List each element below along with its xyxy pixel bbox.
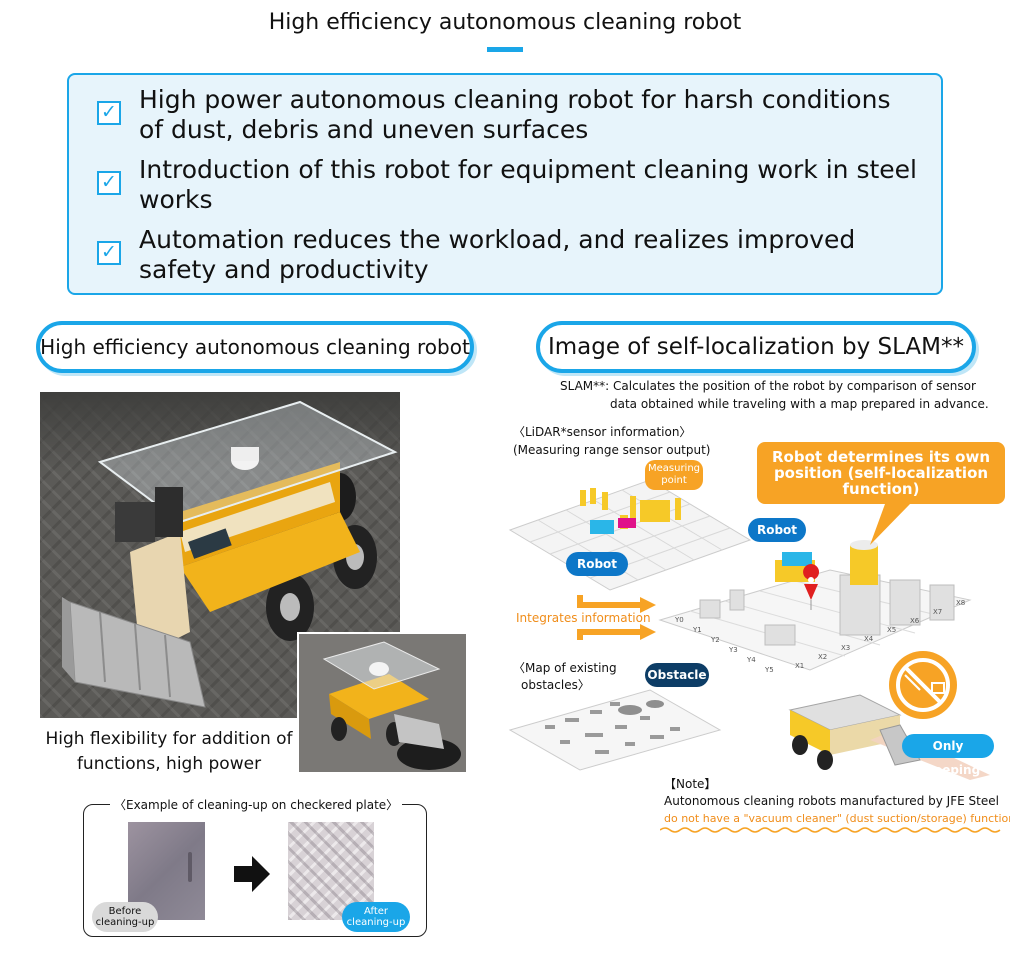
map-axis-x-label: X2 xyxy=(818,653,827,661)
map-axis-y-label: Y0 xyxy=(674,616,684,624)
checkbox-icon: ✓ xyxy=(97,241,121,265)
checkbox-icon: ✓ xyxy=(97,101,121,125)
map-axis-x-label: X6 xyxy=(910,617,920,625)
note-heading: 【Note】 xyxy=(664,777,717,791)
note-warning-line: do not have a "vacuum cleaner" (dust suc… xyxy=(664,812,1010,825)
obstacle-tag: Obstacle xyxy=(645,663,709,687)
existing-map-label: 〈Map of existing xyxy=(513,661,617,675)
integrate-arrow xyxy=(577,629,640,640)
existing-map-sublabel: obstacles〉 xyxy=(521,678,590,692)
left-section-heading: High efficiency autonomous cleaning robo… xyxy=(36,321,474,373)
integrate-arrow xyxy=(577,595,640,608)
location-pin-icon xyxy=(803,564,820,580)
right-section-heading: Image of self-localization by SLAM** xyxy=(536,321,976,373)
map-axis-y-label: Y3 xyxy=(728,646,738,654)
lidar-label: 〈LiDAR*sensor information〉 xyxy=(513,425,692,439)
robot-marker xyxy=(590,520,614,534)
key-points-box: ✓ High power autonomous cleaning robot f… xyxy=(67,73,943,295)
map-axis-x-label: X3 xyxy=(841,644,850,652)
cleaning-example-title: 〈Example of cleaning-up on checkered pla… xyxy=(110,796,403,813)
map-axis-y-label: Y1 xyxy=(692,626,702,634)
lidar-sublabel: (Measuring range sensor output) xyxy=(513,443,711,457)
measuring-point-tag: Measuring point xyxy=(645,460,703,490)
before-label: Before cleaning-up xyxy=(92,902,158,932)
robot-marker-map xyxy=(782,552,812,566)
callout-pointer xyxy=(870,504,910,545)
map-axis-y-label: Y2 xyxy=(710,636,720,644)
key-point-text: High power autonomous cleaning robot for… xyxy=(139,85,891,144)
note-line: Autonomous cleaning robots manufactured … xyxy=(664,794,999,808)
no-vacuum-icon xyxy=(889,651,957,719)
map-axis-x-label: X8 xyxy=(956,599,965,607)
photo-caption: High flexibility for addition of functio… xyxy=(45,729,293,774)
key-point-text: Automation reduces the workload, and rea… xyxy=(139,225,856,284)
after-label: After cleaning-up xyxy=(342,902,410,932)
wavy-underline xyxy=(660,827,1001,833)
map-axis-x-label: X1 xyxy=(795,662,804,670)
detected-obstacle xyxy=(618,518,636,528)
key-point: ✓ High power autonomous cleaning robot f… xyxy=(97,85,917,145)
key-point-text: Introduction of this robot for equipment… xyxy=(139,155,918,214)
page-title: High efficiency autonomous cleaning robo… xyxy=(268,10,742,35)
robot-photo xyxy=(40,392,400,718)
key-point: ✓ Automation reduces the workload, and r… xyxy=(97,225,917,285)
slam-definition-line: data obtained while traveling with a map… xyxy=(610,397,989,411)
small-robot-illustration xyxy=(299,634,466,772)
only-sweeping-tag: Only sweeping xyxy=(902,734,994,777)
after-cleaning-photo xyxy=(288,822,374,920)
map-axis-y-label: Y4 xyxy=(746,656,756,664)
title-underline xyxy=(487,47,523,52)
obstacle-map-blocks xyxy=(545,702,680,754)
integrates-information-label: Integrates information xyxy=(516,611,651,625)
map-axis-x-label: X7 xyxy=(933,608,942,616)
obstacle-map-plane xyxy=(508,689,722,771)
map-axis-x-label: X4 xyxy=(864,635,874,643)
checkbox-icon: ✓ xyxy=(97,171,121,195)
right-arrow-icon xyxy=(234,856,270,892)
map-axis-y-label: Y5 xyxy=(764,666,774,674)
robot-with-debris-photo xyxy=(297,632,468,774)
self-localization-callout: Robot determines its own position (self-… xyxy=(757,442,1005,504)
slam-definition-line: SLAM**: Calculates the position of the r… xyxy=(560,379,976,393)
robot-tag: Robot xyxy=(748,518,806,542)
key-point: ✓ Introduction of this robot for equipme… xyxy=(97,155,917,215)
map-axis-x-label: X5 xyxy=(887,626,896,634)
robot-tag: Robot xyxy=(566,552,628,576)
robot-illustration xyxy=(62,400,398,708)
